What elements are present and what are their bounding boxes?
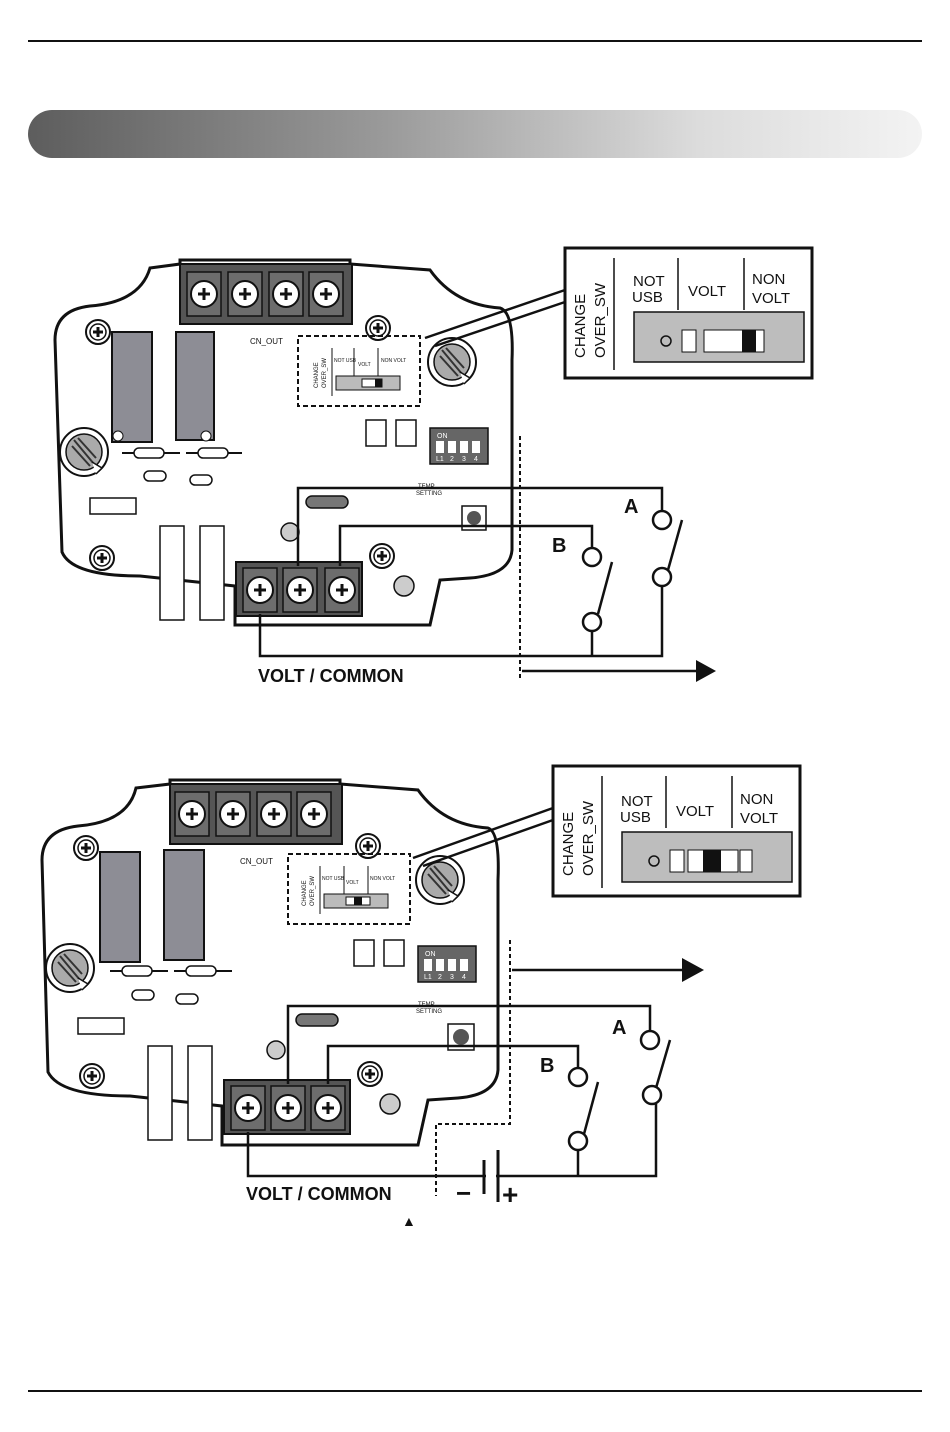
diagram2-temp_setting-1: SETTING <box>416 1009 442 1015</box>
wiring-diagram-1: CN_OUT ON L1 2 3 4 TEMP SETTING CHANGE O… <box>0 230 950 750</box>
diagram2-zoom_cols-0-0: NOT <box>621 793 653 810</box>
diagram1-small_switch_cols-0: NOT USB <box>334 358 357 364</box>
capacitor-2 <box>396 420 416 446</box>
header-connector <box>78 1018 124 1034</box>
diagram1-small_switch_side-0: CHANGE <box>314 362 320 388</box>
diagram2-small_switch_cols-1: VOLT <box>346 880 359 886</box>
diagram1-zoom_side-0: CHANGE <box>572 294 589 358</box>
diagram1-small_switch_cols-2: NON VOLT <box>381 358 406 364</box>
section-banner <box>28 110 922 158</box>
diagram1-zoom_side-1: OVER_SW <box>592 282 609 358</box>
diagram1-small_switch_cols-1: VOLT <box>358 362 371 368</box>
diagram1-dip_numbers-0: L1 <box>436 456 444 463</box>
common-label: VOLT / COMMON <box>258 666 404 686</box>
contact-b-bottom <box>583 613 601 631</box>
diagram2-dip_on: ON <box>425 951 436 958</box>
contact-b-label: B <box>540 1055 554 1077</box>
contact-b-bottom <box>569 1132 587 1150</box>
diagram1-temp_setting-1: SETTING <box>416 491 442 497</box>
diagram2-zoom_cols-2-0: NON <box>740 791 773 808</box>
contact-a-bottom <box>653 568 671 586</box>
diagram1-dip_on: ON <box>437 433 448 440</box>
diagram2-small_switch_cols-2: NON VOLT <box>370 876 395 882</box>
common-label: VOLT / COMMON <box>246 1184 392 1204</box>
output-arrow <box>682 958 704 982</box>
diagram2-zoom_cols-1-0: VOLT <box>676 803 714 820</box>
diagram1-small_switch_side-1: OVER_SW <box>322 358 328 388</box>
capacitor-1 <box>354 940 374 966</box>
diagram1-zoom_cols-2-0: NON <box>752 271 785 288</box>
battery-minus: − <box>456 1178 471 1208</box>
contact-b-top <box>583 548 601 566</box>
relay-1 <box>112 332 152 442</box>
contact-a-top <box>641 1031 659 1049</box>
contact-b-label: B <box>552 535 566 557</box>
diagram2-small_switch_side-1: OVER_SW <box>310 876 316 906</box>
diagram1-zoom_cols-0-1: USB <box>632 289 663 306</box>
contact-b-top <box>569 1068 587 1086</box>
board-label: CN_OUT <box>240 857 273 866</box>
wiring-diagram-2: CN_OUT ON L1 2 3 4 TEMP SETTING CHANGE O… <box>0 750 950 1250</box>
contact-a-top <box>653 511 671 529</box>
diagram2-small_switch_side-0: CHANGE <box>302 880 308 906</box>
battery-plus: + <box>502 1179 518 1210</box>
pointer-mark: ▲ <box>402 1213 416 1229</box>
output-arrow <box>696 660 716 682</box>
capacitor-1 <box>366 420 386 446</box>
diagram1-dip_numbers-1: 2 <box>450 456 454 463</box>
diagram1-dip_numbers-3: 4 <box>474 456 478 463</box>
diagram2-dip_numbers-1: 2 <box>438 974 442 981</box>
diagram2-zoom_side-1: OVER_SW <box>580 800 597 876</box>
diagram2-dip_numbers-0: L1 <box>424 974 432 981</box>
relay-2 <box>164 850 204 960</box>
contact-a-bottom <box>643 1086 661 1104</box>
diagram2-zoom_cols-2-1: VOLT <box>740 810 778 827</box>
relay-2 <box>176 332 214 440</box>
board-label: CN_OUT <box>250 337 283 346</box>
contact-a-label: A <box>612 1017 626 1039</box>
capacitor-2 <box>384 940 404 966</box>
diagram2-small_switch_cols-0: NOT USB <box>322 876 345 882</box>
diagram1-zoom_cols-1-0: VOLT <box>688 283 726 300</box>
diagram2-zoom_cols-0-1: USB <box>620 809 651 826</box>
fuse <box>306 496 348 508</box>
bottom-rule <box>28 1390 922 1392</box>
diagram1-zoom_cols-2-1: VOLT <box>752 290 790 307</box>
top-rule <box>28 40 922 42</box>
diagram2-dip_numbers-3: 4 <box>462 974 466 981</box>
diagram1-zoom_cols-0-0: NOT <box>633 273 665 290</box>
diagram1-dip_numbers-2: 3 <box>462 456 466 463</box>
fuse <box>296 1014 338 1026</box>
diagram2-zoom_side-0: CHANGE <box>560 812 577 876</box>
relay-1 <box>100 852 140 962</box>
diagram2-dip_numbers-2: 3 <box>450 974 454 981</box>
header-connector <box>90 498 136 514</box>
contact-a-label: A <box>624 496 638 518</box>
